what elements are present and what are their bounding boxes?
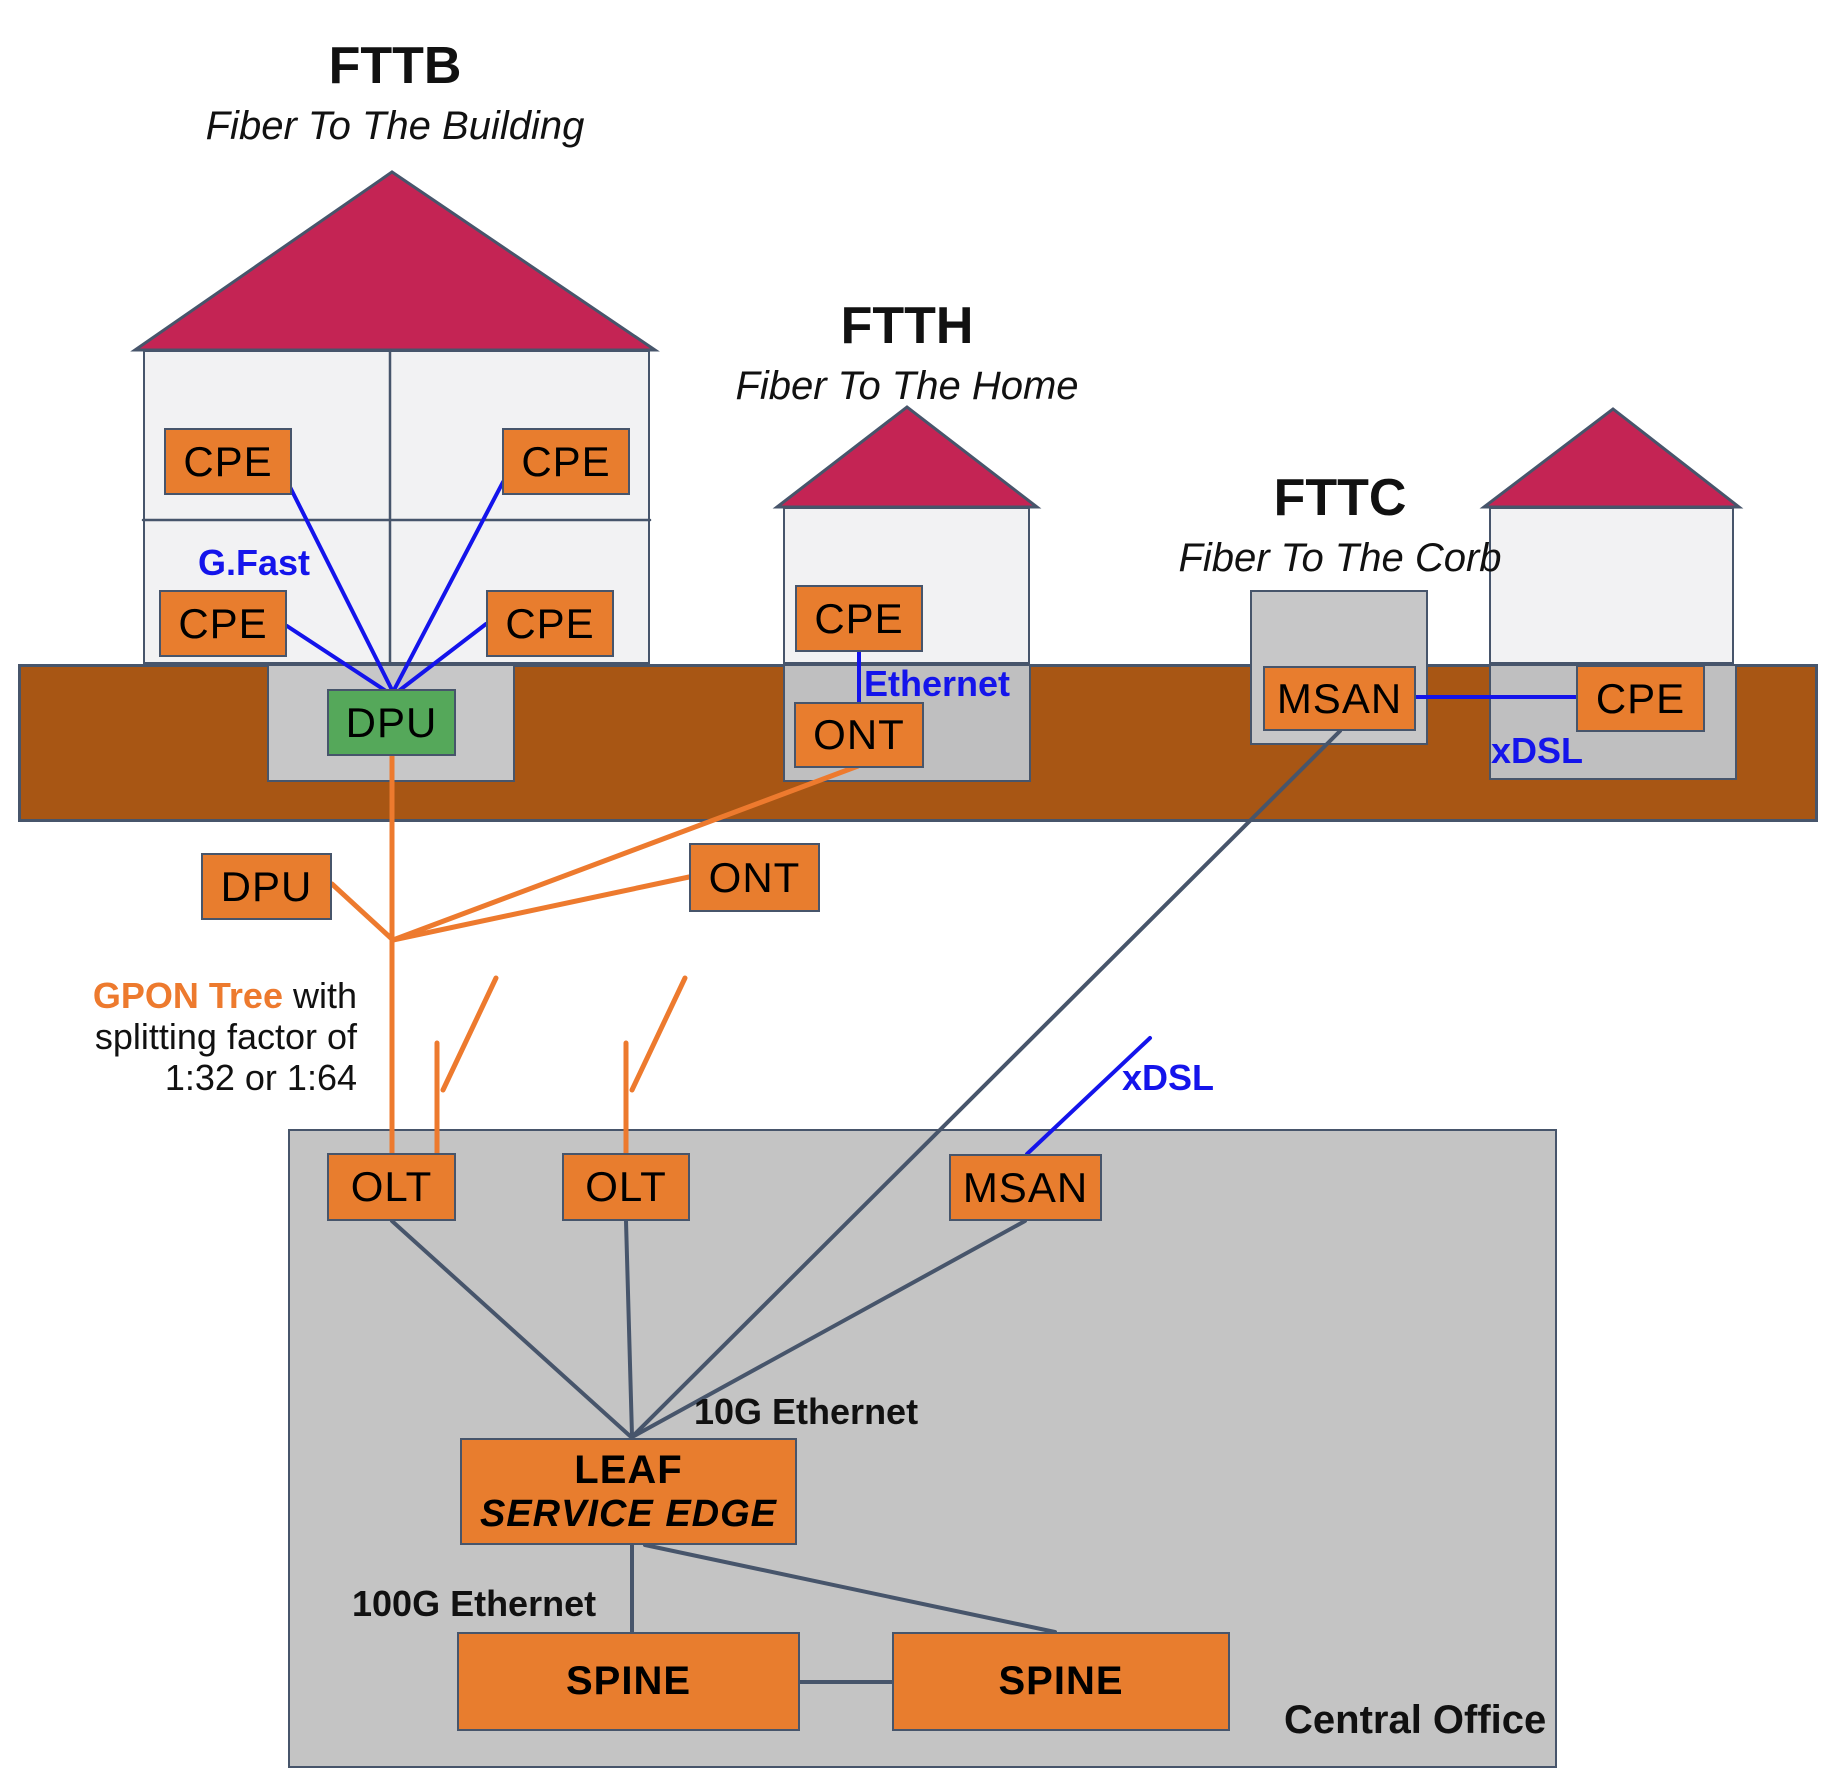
fttb-cpe-1: CPE	[164, 428, 292, 495]
link-100g-label: 100G Ethernet	[352, 1583, 597, 1624]
fttc-msan: MSAN	[1263, 666, 1416, 731]
co-spine-2: SPINE	[892, 1632, 1230, 1731]
link-10g-label: 10G Ethernet	[694, 1391, 919, 1432]
fttc-title: FTTC	[1273, 469, 1407, 527]
central-office-label: Central Office	[1284, 1698, 1547, 1742]
distribution-dpu: DPU	[201, 853, 332, 920]
gfast-label: G.Fast	[198, 542, 311, 583]
xdsl-central-office-label: xDSL	[1122, 1057, 1215, 1098]
ftth-subtitle: Fiber To The Home	[735, 364, 1079, 408]
xdsl-street-label: xDSL	[1491, 730, 1584, 771]
gpon-note-highlight: GPON Tree	[92, 975, 283, 1016]
ftth-title-block: FTTH Fiber To The Home	[647, 300, 1167, 406]
gpon-note-line1: GPON Tree with	[57, 975, 357, 1016]
ethernet-label: Ethernet	[864, 663, 1011, 704]
fttb-cpe-3: CPE	[159, 590, 287, 657]
gpon-fan1-slant	[440, 975, 499, 1093]
co-olt-1: OLT	[327, 1153, 456, 1221]
gpon-note-line2: splitting factor of	[94, 1016, 357, 1057]
co-olt-2: OLT	[562, 1153, 690, 1221]
fttc-subtitle: Fiber To The Corb	[1178, 536, 1502, 580]
gpon-branch-ont	[390, 874, 692, 943]
gpon-branch-dpu	[329, 881, 396, 943]
fttc-title-block: FTTC Fiber To The Corb	[1080, 472, 1600, 578]
gpon-note-line3: 1:32 or 1:64	[164, 1057, 357, 1098]
ftth-title: FTTH	[840, 297, 974, 355]
co-leaf-subtitle: SERVICE EDGE	[479, 1492, 778, 1535]
ftth-roof	[772, 405, 1042, 509]
gpon-fan2-slant	[629, 975, 688, 1093]
gpon-tree-note: GPON Tree with splitting factor of 1:32 …	[57, 975, 357, 1098]
fttb-roof	[130, 170, 660, 352]
ftth-cpe: CPE	[795, 585, 923, 652]
fttb-title: FTTB	[328, 37, 462, 95]
gpon-note-line1-rest: with	[282, 975, 357, 1016]
fttb-dpu: DPU	[327, 689, 456, 756]
ftth-ont: ONT	[794, 702, 924, 768]
fttb-subtitle: Fiber To The Building	[205, 104, 585, 148]
co-leaf: LEAF SERVICE EDGE	[460, 1438, 797, 1545]
fttb-title-block: FTTB Fiber To The Building	[135, 40, 655, 146]
fttc-house-body	[1489, 507, 1734, 664]
distribution-ont: ONT	[689, 843, 820, 912]
fttb-cpe-4: CPE	[486, 590, 614, 657]
co-spine-1: SPINE	[457, 1632, 800, 1731]
co-leaf-title: LEAF	[574, 1447, 683, 1492]
fttb-cpe-2: CPE	[502, 428, 630, 495]
co-msan: MSAN	[949, 1154, 1102, 1221]
fttc-cpe: CPE	[1576, 665, 1705, 732]
